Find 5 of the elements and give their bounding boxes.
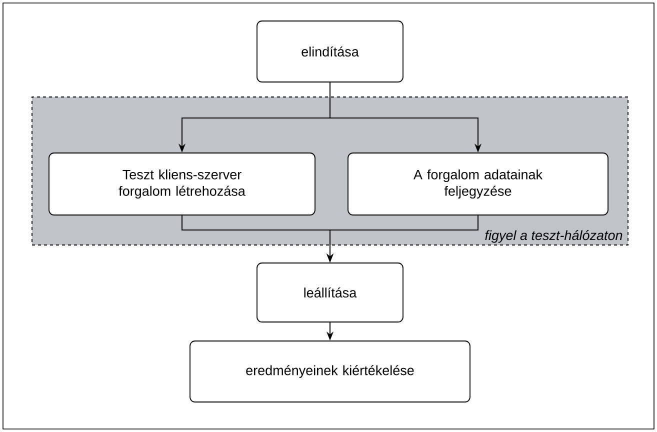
process-box: Teszt kliens-szerver forgalom létrehozása — [48, 152, 316, 216]
process-box: eredményeinek kiértékelése — [190, 340, 470, 402]
process-box: elindítása — [256, 20, 404, 82]
process-box: leállítása — [256, 262, 404, 322]
process-box: A forgalom adatainak feljegyzése — [348, 152, 608, 216]
